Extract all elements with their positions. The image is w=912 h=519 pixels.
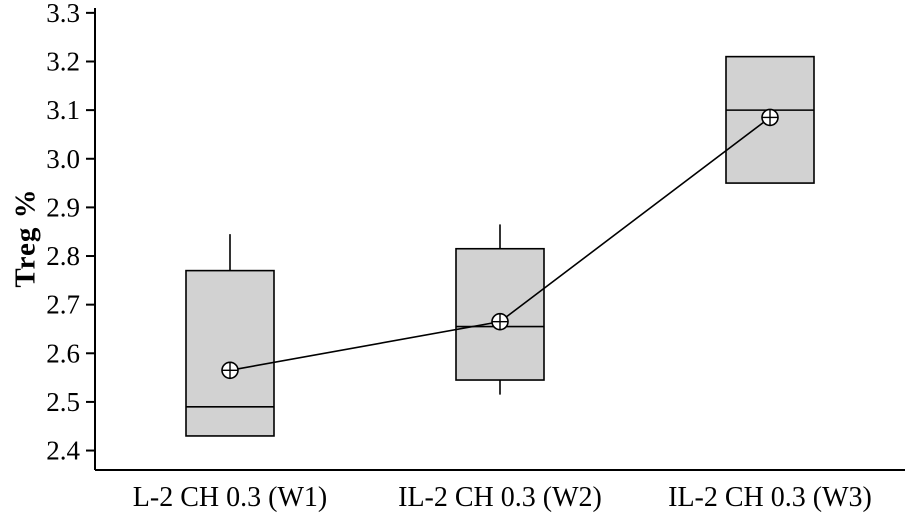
y-tick-label: 2.9 bbox=[46, 192, 80, 222]
y-axis-title: Treg % bbox=[9, 188, 42, 288]
y-tick-label: 2.6 bbox=[46, 338, 80, 368]
x-category-label: IL-2 CH 0.3 (W2) bbox=[398, 482, 602, 513]
y-tick-label: 2.5 bbox=[46, 387, 80, 417]
y-tick-label: 3.2 bbox=[46, 46, 80, 76]
y-tick-label: 2.4 bbox=[46, 436, 80, 466]
box bbox=[185, 269, 275, 437]
x-category-label: IL-2 CH 0.3 (W3) bbox=[668, 482, 872, 513]
y-tick-label: 2.7 bbox=[46, 290, 80, 320]
y-tick-label: 2.8 bbox=[46, 241, 80, 271]
y-tick-label: 3.3 bbox=[46, 0, 80, 28]
y-tick-label: 3.1 bbox=[46, 95, 80, 125]
y-tick-label: 3.0 bbox=[46, 144, 80, 174]
x-category-label: L-2 CH 0.3 (W1) bbox=[133, 482, 327, 513]
